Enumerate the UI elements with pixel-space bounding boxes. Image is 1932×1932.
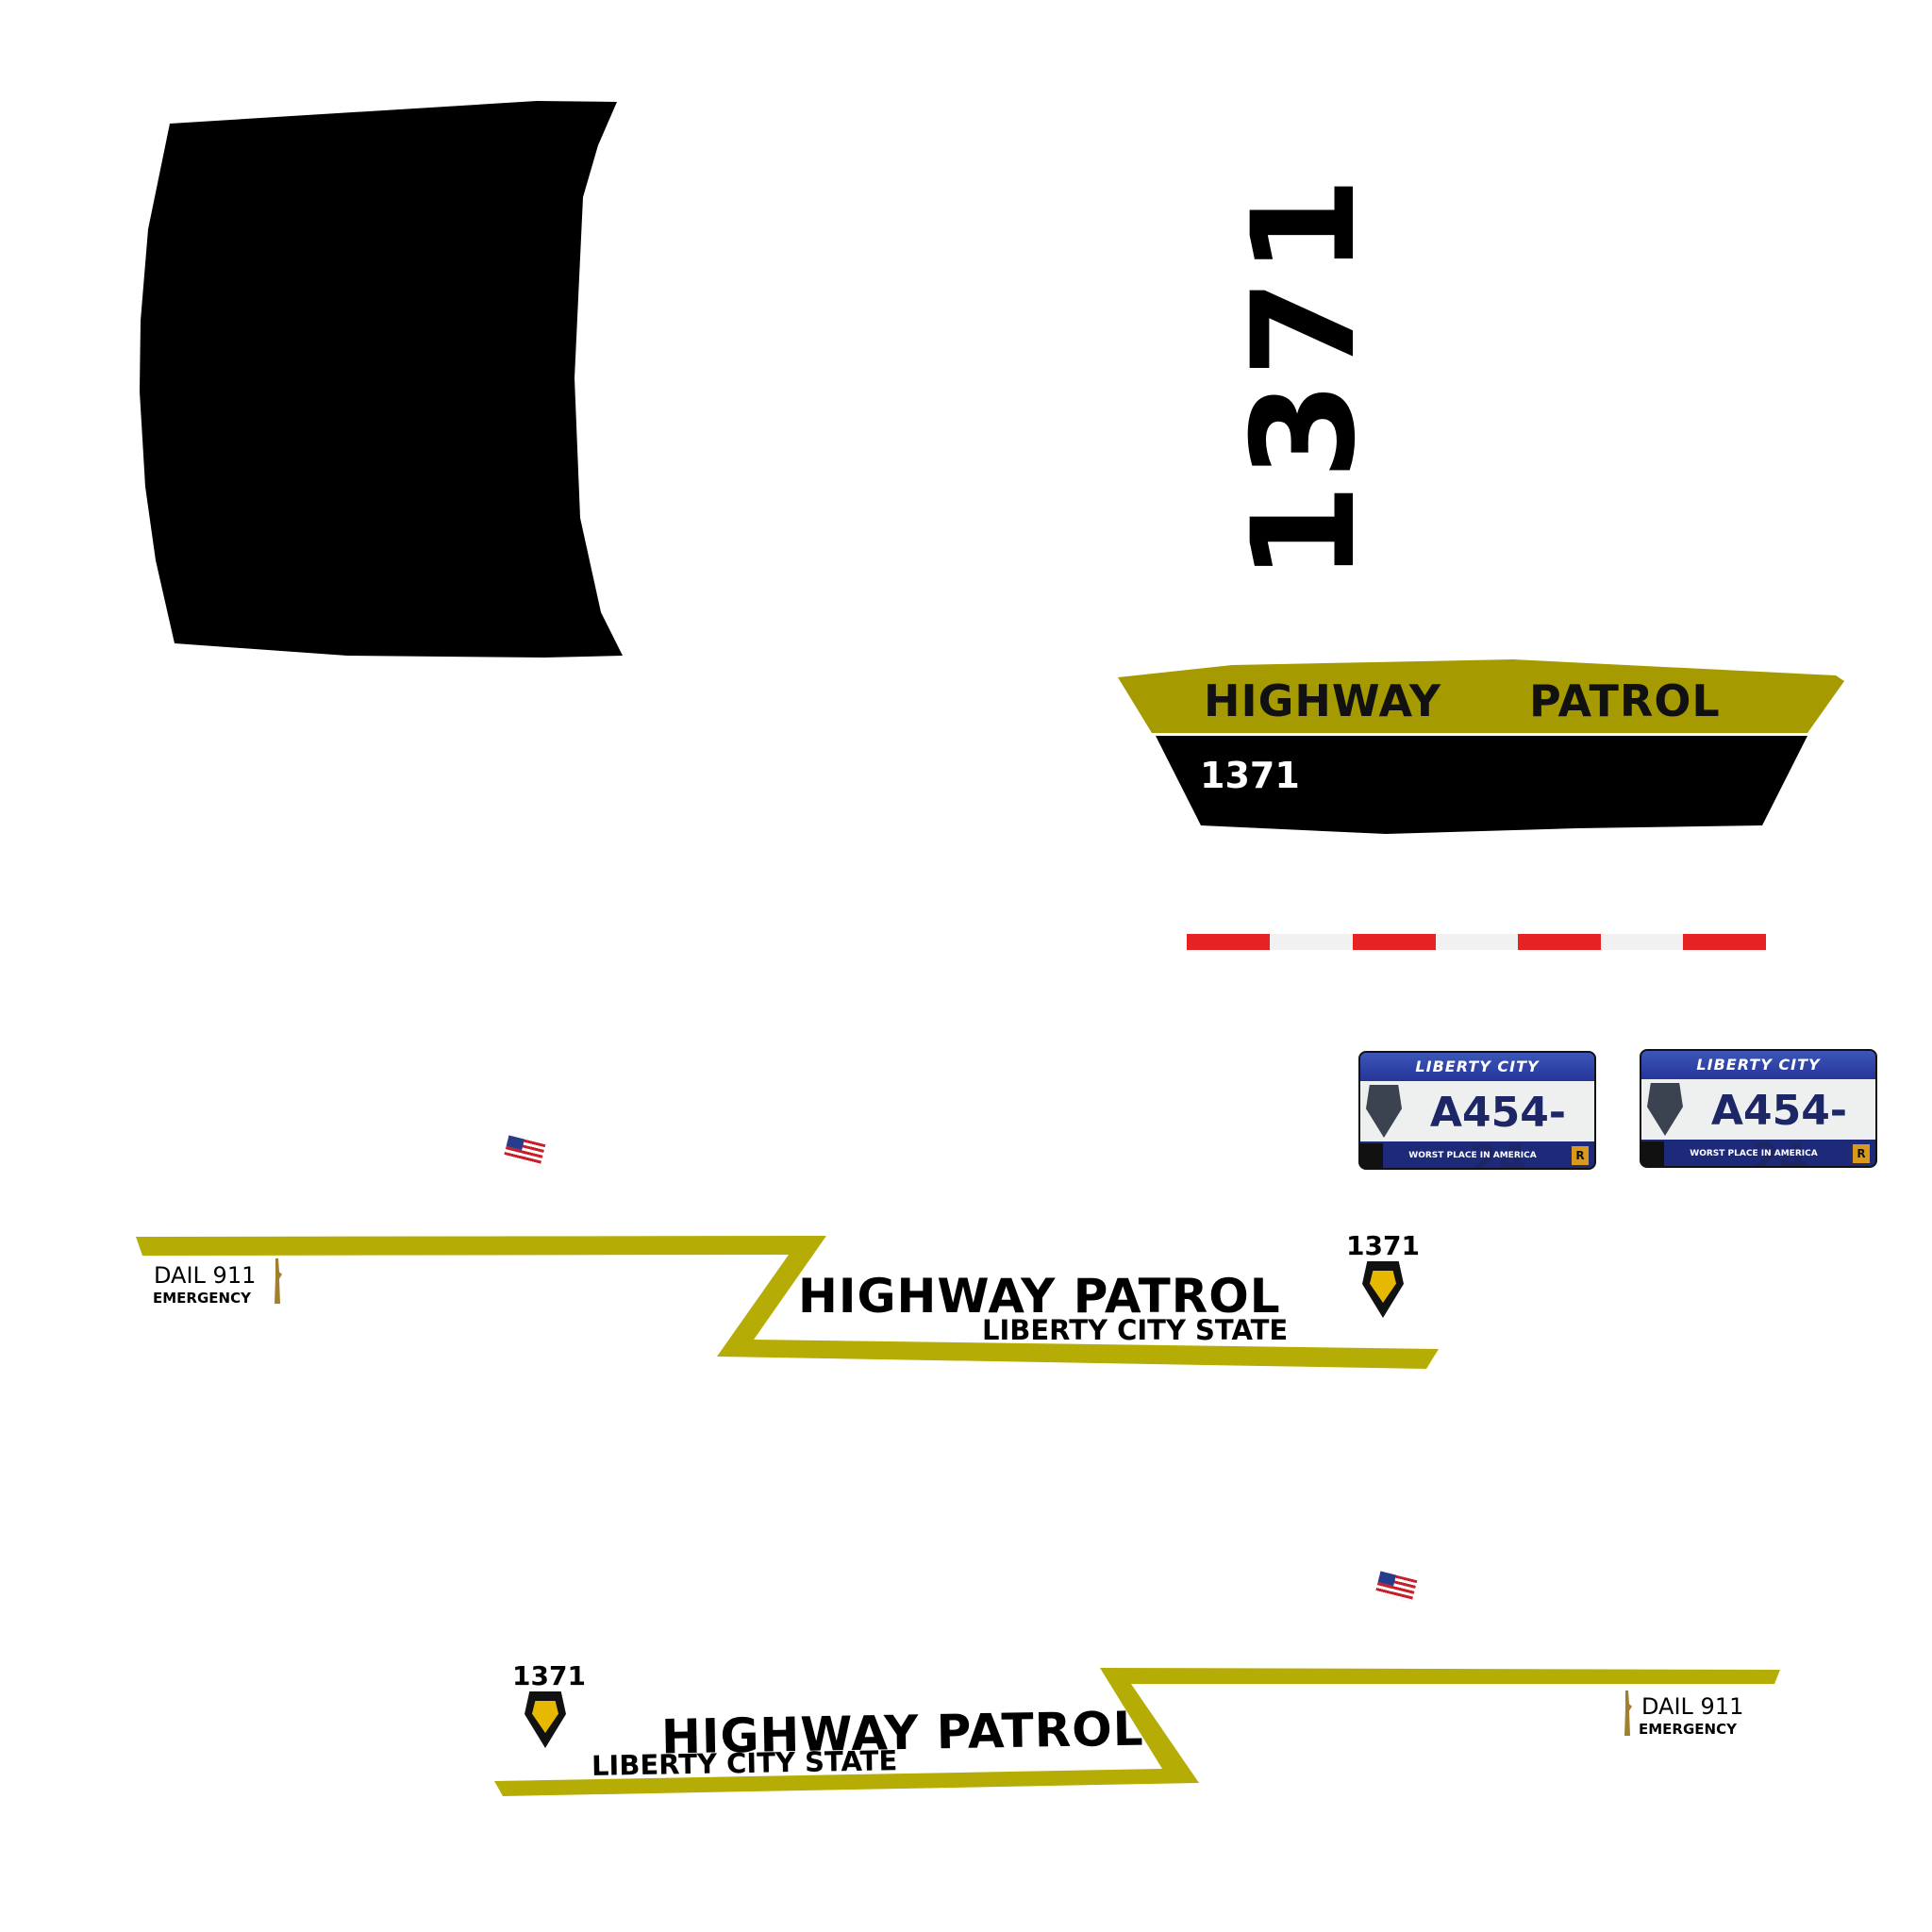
rear-banner-black	[1156, 736, 1807, 834]
license-plate: LIBERTY CITY A454-24 WORST PLACE IN AMER…	[1640, 1049, 1877, 1168]
side-unit-number: 1371	[1346, 1230, 1420, 1261]
side-unit-number: 1371	[512, 1660, 586, 1691]
rear-banner-gold	[1118, 659, 1844, 733]
dial-911-text: DAIL 911	[154, 1262, 257, 1289]
rockstar-logo-icon: R	[1853, 1144, 1870, 1163]
statue-of-liberty-icon	[1624, 1690, 1632, 1736]
hood-panel	[140, 101, 623, 658]
license-plate: LIBERTY CITY A454-24 WORST PLACE IN AMER…	[1358, 1051, 1596, 1170]
plate-number: A454-24	[1429, 1089, 1567, 1170]
roof-number: 1371	[1223, 173, 1387, 582]
side-subtitle: LIBERTY CITY STATE	[982, 1314, 1289, 1346]
side-title: HIGHWAY PATROL	[798, 1269, 1281, 1324]
plate-state: LIBERTY CITY	[1641, 1051, 1875, 1079]
side-stripe-right	[494, 1668, 1780, 1796]
banner-unit-number: 1371	[1200, 755, 1300, 796]
light-stripe	[1187, 934, 1766, 950]
plate-slogan: WORST PLACE IN AMERICA	[1690, 1149, 1818, 1158]
emergency-text: EMERGENCY	[1639, 1721, 1737, 1738]
plate-number: A454-24	[1710, 1087, 1848, 1168]
statue-of-liberty-icon	[275, 1258, 282, 1304]
emergency-text: EMERGENCY	[153, 1290, 251, 1307]
side-subtitle: LIBERTY CITY STATE	[591, 1744, 898, 1782]
banner-patrol: PATROL	[1529, 675, 1721, 726]
plate-state: LIBERTY CITY	[1360, 1053, 1594, 1081]
banner-highway: HIGHWAY	[1204, 675, 1442, 726]
dial-911-text: DAIL 911	[1641, 1693, 1744, 1720]
rockstar-logo-icon: R	[1572, 1146, 1589, 1165]
side-stripe-left	[136, 1236, 1439, 1369]
plate-slogan: WORST PLACE IN AMERICA	[1408, 1151, 1537, 1160]
